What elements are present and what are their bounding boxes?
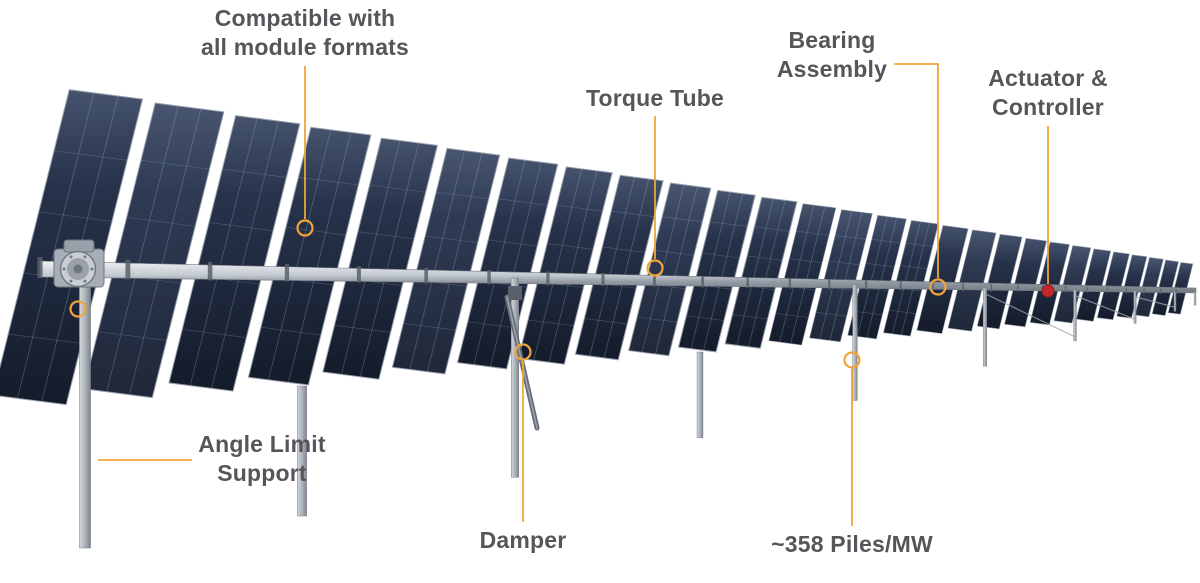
callout-module-formats: Compatible with all module formats <box>200 5 410 60</box>
pile <box>1073 289 1077 342</box>
piles <box>79 268 1197 549</box>
solar-panel <box>916 225 969 334</box>
callout-angle-limit-support: Angle Limit Support <box>198 431 326 486</box>
solar-panel <box>768 203 837 346</box>
solar-panel <box>391 147 501 375</box>
panel-array <box>0 89 1194 406</box>
solar-panel <box>1075 248 1112 322</box>
solar-panel <box>574 174 664 361</box>
solar-panel <box>517 166 613 365</box>
solar-panel <box>456 157 559 370</box>
solar-panel <box>1004 237 1047 328</box>
pile <box>852 284 858 401</box>
tube-clamps <box>37 257 1177 295</box>
callout-piles-per-mw: ~358 Piles/MW <box>771 531 933 557</box>
marker-module-formats <box>296 219 314 237</box>
solar-panel <box>247 126 372 386</box>
callout-bearing-assembly: Bearing Assembly <box>776 27 888 82</box>
marker-torque-tube <box>646 259 664 277</box>
marker-rings <box>69 219 947 369</box>
callout-actuator-controller: Actuator & Controller <box>988 65 1108 120</box>
callout-damper: Damper <box>479 527 567 553</box>
pile <box>982 287 988 367</box>
damper-bracket <box>508 286 522 300</box>
solar-panel <box>847 214 907 340</box>
callout-torque-tube: Torque Tube <box>585 85 725 111</box>
solar-panel <box>322 137 439 380</box>
solar-panel <box>976 233 1023 330</box>
solar-panel <box>724 196 798 349</box>
solar-panel <box>83 102 225 399</box>
pile <box>297 385 307 517</box>
solar-panel <box>947 229 997 332</box>
pile <box>1193 291 1197 306</box>
marker-damper <box>514 343 532 361</box>
solar-panel <box>1053 245 1092 324</box>
marker-bearing-assembly <box>929 278 947 296</box>
marker-piles <box>843 351 861 369</box>
pile <box>696 351 704 439</box>
pile <box>511 277 519 478</box>
leader-bearing-assembly <box>894 63 939 278</box>
marker-angle-limit-support <box>69 300 87 318</box>
pile <box>1133 290 1137 324</box>
solar-panel <box>168 115 301 392</box>
pile <box>1173 291 1177 312</box>
marker-actuator-controller <box>1041 284 1055 298</box>
solar-panel <box>809 209 873 343</box>
solar-panel <box>1029 241 1070 326</box>
leader-lines <box>98 63 1049 526</box>
solar-panel <box>677 189 756 353</box>
solar-panel <box>628 182 712 357</box>
drive-assembly <box>53 239 105 288</box>
